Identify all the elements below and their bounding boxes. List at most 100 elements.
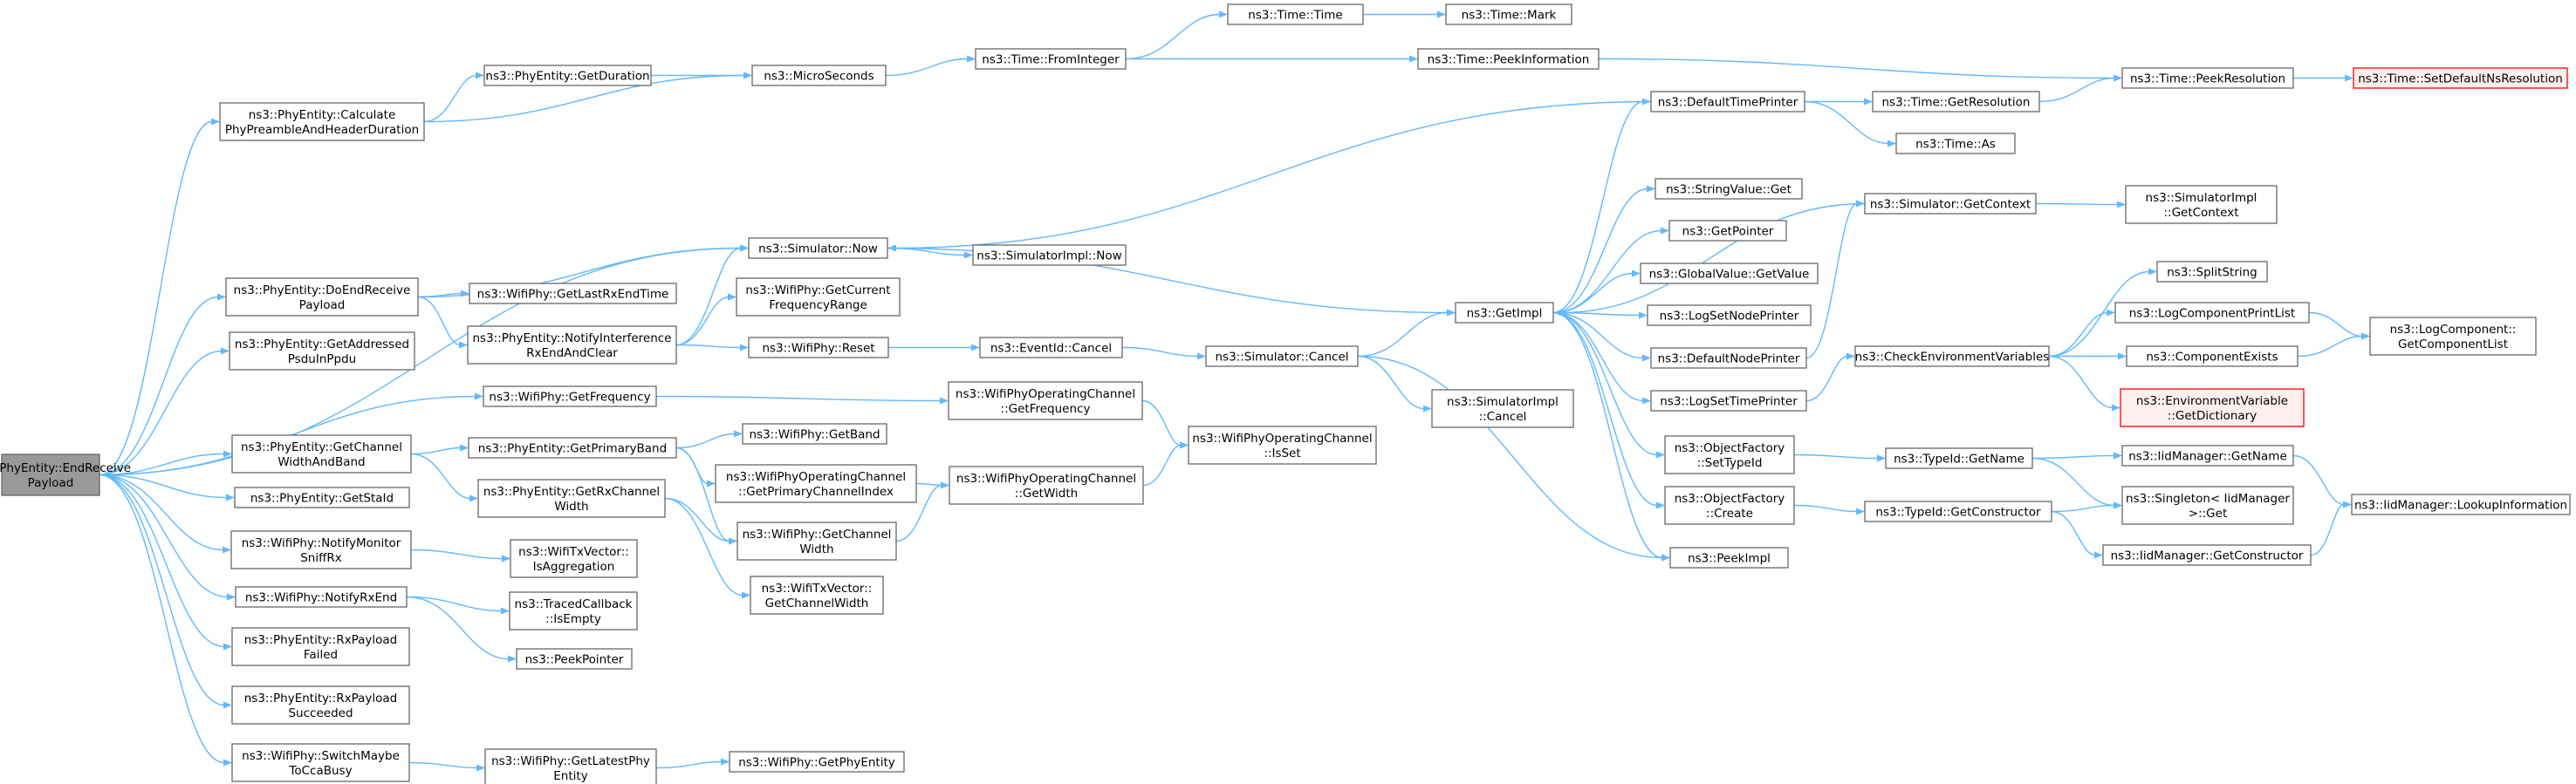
node-ofSetTid[interactable]: ns3::ObjectFactory::SetTypeId (1664, 435, 1795, 474)
node-simImplNow[interactable]: ns3::SimulatorImpl::Now (972, 244, 1127, 266)
node-box (979, 337, 1123, 358)
edge-line (1560, 202, 1866, 314)
node-simCancel[interactable]: ns3::Simulator::Cancel (1205, 345, 1359, 367)
edge-checkEnv-compExists (2049, 352, 2127, 360)
node-iidGetName[interactable]: ns3::IidManager::GetName (2121, 445, 2294, 467)
node-getLastRx[interactable]: ns3::WifiPhy::GetLastRxEndTime (469, 283, 677, 304)
node-notifyIf[interactable]: ns3::PhyEntity::NotifyInterferenceRxEndA… (467, 325, 677, 365)
edge-calcPre-getDur (423, 72, 484, 123)
arrowhead-icon (1887, 140, 1896, 147)
arrowhead-icon (707, 480, 716, 487)
edge-line (1804, 100, 1889, 145)
node-wocGetFreq[interactable]: ns3::WifiPhyOperatingChannel::GetFrequen… (948, 381, 1143, 420)
node-tidGetCtor[interactable]: ns3::TypeId::GetConstructor (1864, 501, 2052, 522)
node-splitStr[interactable]: ns3::SplitString (2156, 261, 2268, 283)
node-getStaId[interactable]: ns3::PhyEntity::GetStaId (234, 487, 410, 508)
node-globGet[interactable]: ns3::GlobalValue::GetValue (1640, 262, 1819, 284)
node-timeAs[interactable]: ns3::Time::As (1895, 133, 2016, 154)
node-simNow[interactable]: ns3::Simulator::Now (748, 237, 888, 259)
node-logSetNode[interactable]: ns3::LogSetNodePrinter (1647, 304, 1812, 326)
node-timeTime[interactable]: ns3::Time::Time (1227, 3, 1364, 25)
node-checkEnv[interactable]: ns3::CheckEnvironmentVariables (1854, 345, 2050, 367)
edge-line (1598, 58, 2115, 79)
node-defTimePr[interactable]: ns3::DefaultTimePrinter (1650, 91, 1805, 112)
node-getBand[interactable]: ns3::WifiPhy::GetBand (742, 423, 887, 445)
node-box (231, 434, 412, 474)
node-logCompPL[interactable]: ns3::LogComponentPrintList (2114, 302, 2310, 324)
node-notifyRxEnd[interactable]: ns3::WifiPhy::NotifyRxEnd (235, 586, 408, 608)
node-getPrimBand[interactable]: ns3::PhyEntity::GetPrimaryBand (468, 437, 677, 459)
node-compExists[interactable]: ns3::ComponentExists (2126, 345, 2299, 367)
node-label: Failed (304, 648, 338, 662)
node-label: ns3::WifiPhyOperatingChannel (1192, 432, 1372, 446)
edge-getLatest-getPhyEnt (655, 758, 730, 769)
node-calcPre[interactable]: ns3::PhyEntity::CalculatePhyPreambleAndH… (219, 102, 425, 141)
node-getRes[interactable]: ns3::Time::GetResolution (1872, 91, 2040, 112)
node-label: ns3::WifiPhy::SwitchMaybe (242, 749, 400, 763)
node-logSetTime[interactable]: ns3::LogSetTimePrinter (1650, 390, 1807, 412)
node-label: SniffRx (300, 551, 342, 565)
node-micro[interactable]: ns3::MicroSeconds (751, 65, 887, 86)
node-logCompGetList[interactable]: ns3::LogComponent::GetComponentList (2369, 317, 2537, 356)
node-tidGetName[interactable]: ns3::TypeId::GetName (1885, 447, 2033, 469)
node-peekPtr[interactable]: ns3::PeekPointer (516, 648, 633, 670)
node-box (1205, 345, 1359, 367)
node-timeMark[interactable]: ns3::Time::Mark (1445, 3, 1572, 25)
node-fromInt[interactable]: ns3::Time::FromInteger (975, 48, 1127, 70)
node-txvGetChW[interactable]: ns3::WifiTxVector::GetChannelWidth (750, 576, 884, 615)
node-wocGetWidth[interactable]: ns3::WifiPhyOperatingChannel::GetWidth (949, 466, 1144, 505)
node-peekRes[interactable]: ns3::Time::PeekResolution (2121, 67, 2294, 89)
node-wocIsSet[interactable]: ns3::WifiPhyOperatingChannel::IsSet (1188, 426, 1377, 465)
node-singGet[interactable]: ns3::Singleton< IidManager >::Get (2121, 486, 2294, 525)
node-strGet[interactable]: ns3::StringValue::Get (1655, 178, 1803, 200)
node-tcbEmpty[interactable]: ns3::TracedCallback::IsEmpty (509, 591, 638, 631)
node-iidLookup[interactable]: ns3::IidManager::LookupInformation (2351, 494, 2571, 515)
node-simImplGetCtx[interactable]: ns3::SimulatorImpl::GetContext (2125, 185, 2278, 224)
node-ofCreate[interactable]: ns3::ObjectFactory::Create (1664, 486, 1795, 525)
node-getPhyEnt[interactable]: ns3::WifiPhy::GetPhyEntity (729, 751, 905, 773)
node-box (1895, 133, 2016, 154)
node-simImplCancel[interactable]: ns3::SimulatorImpl::Cancel (1431, 389, 1574, 428)
node-phyGetChW[interactable]: ns3::WifiPhy::GetChannelWidth (736, 522, 897, 561)
edge-notifyIf-phyReset (675, 344, 749, 351)
node-setDefNs[interactable]: ns3::Time::SetDefaultNsResolution (2353, 67, 2568, 89)
edge-line (915, 482, 942, 487)
edge-line (887, 247, 1449, 314)
node-phyReset[interactable]: ns3::WifiPhy::Reset (748, 337, 889, 358)
node-defNodePr[interactable]: ns3::DefaultNodePrinter (1650, 347, 1807, 369)
node-getImpl[interactable]: ns3::GetImpl (1455, 302, 1554, 324)
node-label: RxEndAndClear (526, 346, 618, 360)
edge-phyReset-evCancel (887, 344, 980, 351)
node-box (2121, 445, 2294, 467)
node-label: ns3::Simulator::Cancel (1215, 351, 1348, 365)
node-iidGetCtor[interactable]: ns3::IidManager::GetConstructor (2102, 544, 2312, 566)
arrowhead-icon (1423, 405, 1432, 412)
arrowhead-icon (2114, 74, 2122, 82)
node-getPtr[interactable]: ns3::GetPointer (1668, 220, 1787, 242)
node-getFreq[interactable]: ns3::WifiPhy::GetFrequency (483, 385, 657, 407)
node-label: ns3::PhyEntity::GetChannel (241, 440, 402, 454)
node-getDur[interactable]: ns3::PhyEntity::GetDuration (483, 65, 652, 86)
node-envGetDict[interactable]: ns3::EnvironmentVariable::GetDictionary (2120, 388, 2305, 427)
node-label: Succeeded (288, 706, 353, 720)
node-isAgg[interactable]: ns3::WifiTxVector::IsAggregation (510, 539, 638, 578)
node-evCancel[interactable]: ns3::EventId::Cancel (979, 337, 1123, 358)
edge-root-switchCca (99, 474, 232, 767)
node-label: ns3::PeekPointer (525, 653, 624, 667)
node-simGetCtx[interactable]: ns3::Simulator::GetContext (1864, 193, 2037, 215)
node-peekImpl[interactable]: ns3::PeekImpl (1669, 547, 1789, 569)
node-wocGetPrimIdx[interactable]: ns3::WifiPhyOperatingChannel::GetPrimary… (715, 464, 917, 503)
node-peekInfo[interactable]: ns3::Time::PeekInformation (1417, 48, 1600, 70)
